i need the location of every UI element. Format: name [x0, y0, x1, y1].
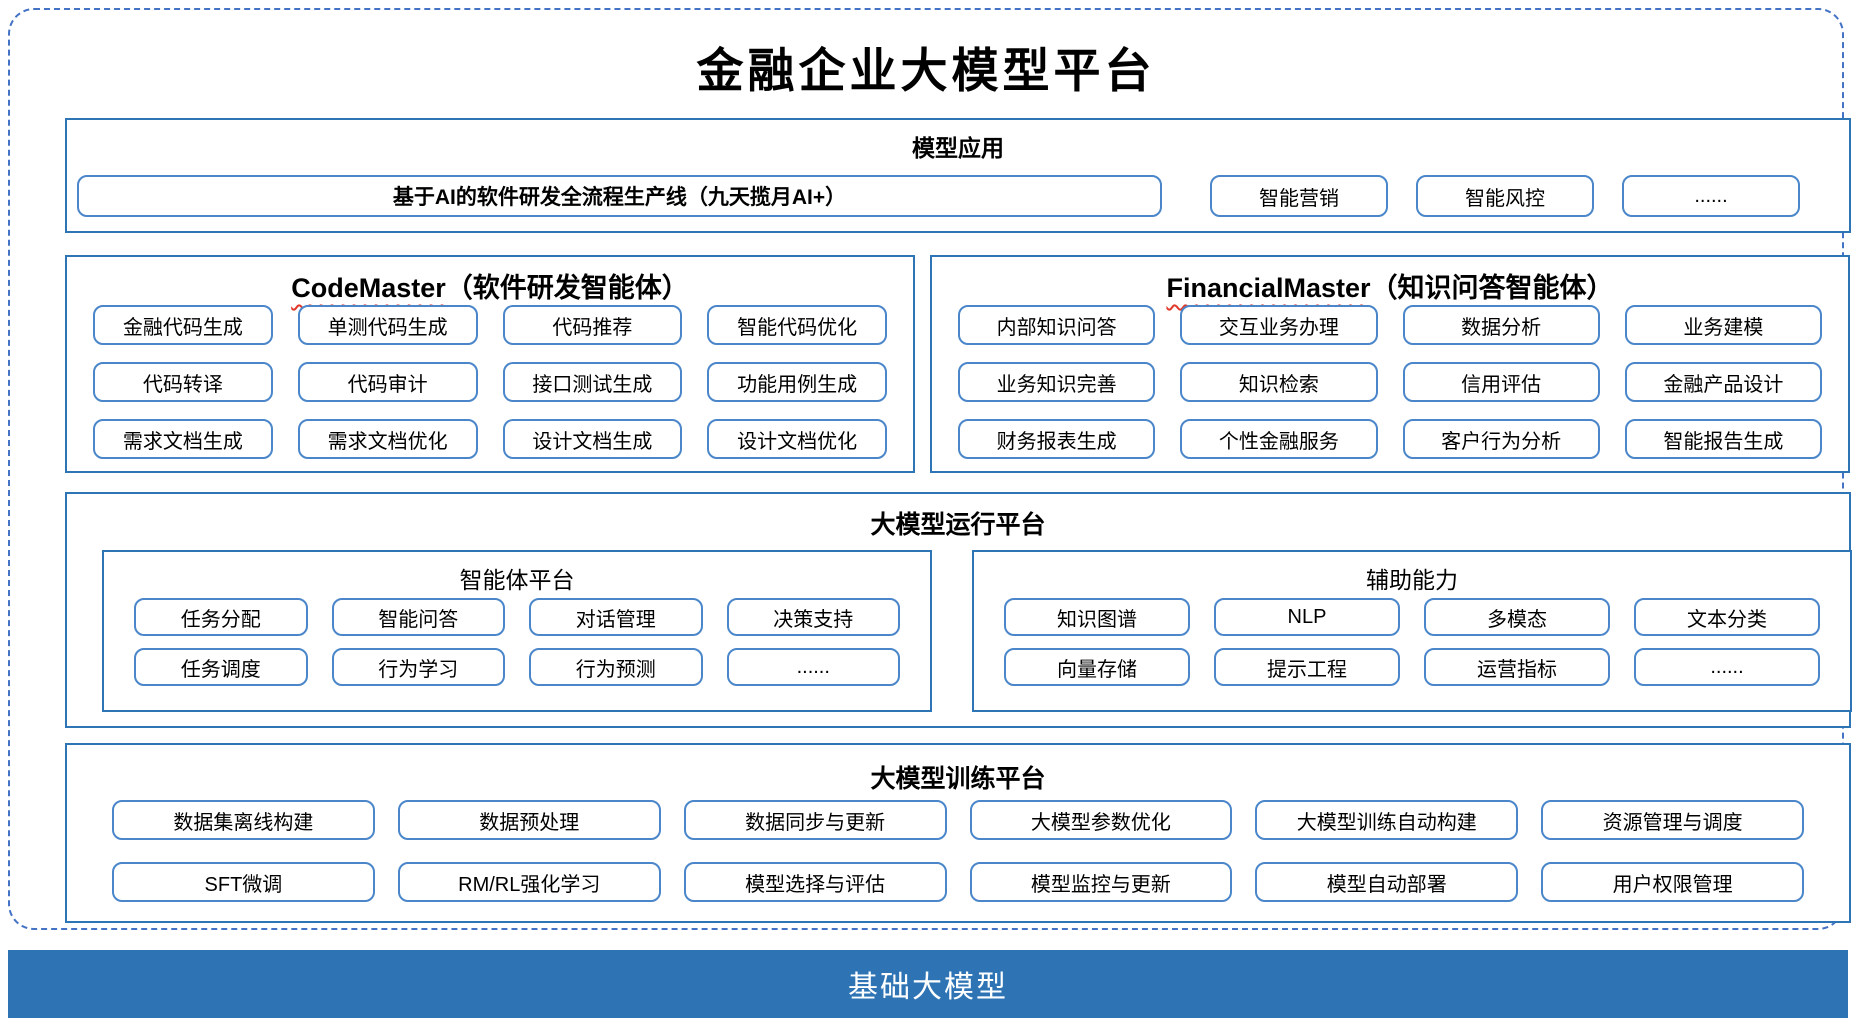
capability-button[interactable]: 单测代码生成	[297, 305, 478, 345]
capability-button[interactable]: 客户行为分析	[1402, 419, 1600, 459]
capability-button[interactable]: 向量存储	[1004, 648, 1190, 686]
capability-button[interactable]: 数据集离线构建	[112, 800, 375, 840]
capability-button[interactable]: 内部知识问答	[958, 305, 1156, 345]
capability-button[interactable]: 业务建模	[1624, 305, 1822, 345]
capability-button[interactable]: 对话管理	[529, 598, 703, 636]
capability-button[interactable]: 数据同步与更新	[683, 800, 947, 840]
capability-button[interactable]: 模型选择与评估	[683, 862, 947, 902]
capability-button[interactable]: 模型监控与更新	[969, 862, 1233, 902]
capability-button[interactable]: 需求文档生成	[93, 419, 273, 459]
capability-button[interactable]: 交互业务办理	[1180, 305, 1378, 345]
capability-button[interactable]: 金融代码生成	[93, 305, 273, 345]
base-model-bar-label: 基础大模型	[848, 971, 1008, 1004]
code-master-section: CodeMaster（软件研发智能体） 金融代码生成单测代码生成代码推荐智能代码…	[65, 255, 915, 473]
code-master-title-en: CodeMaster	[291, 273, 446, 303]
financial-master-title-en: FinancialMaster	[1166, 273, 1371, 303]
capability-button[interactable]: 信用评估	[1402, 362, 1600, 402]
model-apps-row: 基于AI的软件研发全流程生产线（九天揽月AI+） 智能营销智能风控......	[67, 175, 1849, 217]
capability-button[interactable]: 资源管理与调度	[1541, 800, 1804, 840]
capability-button[interactable]: 文本分类	[1634, 598, 1820, 636]
code-master-items: 金融代码生成单测代码生成代码推荐智能代码优化代码转译代码审计接口测试生成功能用例…	[67, 305, 913, 459]
training-platform-items: 数据集离线构建数据预处理数据同步与更新大模型参数优化大模型训练自动构建资源管理与…	[67, 800, 1849, 902]
code-master-header: CodeMaster（软件研发智能体）	[67, 266, 913, 305]
capability-button[interactable]: NLP	[1214, 598, 1400, 636]
page-title: 金融企业大模型平台	[696, 44, 1156, 99]
capability-button[interactable]: ......	[1634, 648, 1820, 686]
capability-button[interactable]: 决策支持	[726, 598, 900, 636]
capability-button[interactable]: 知识检索	[1180, 362, 1378, 402]
runtime-platform-section: 大模型运行平台 智能体平台 任务分配智能问答对话管理决策支持任务调度行为学习行为…	[65, 492, 1852, 728]
capability-button[interactable]: 业务知识完善	[958, 362, 1156, 402]
capability-button[interactable]: RM/RL强化学习	[397, 862, 661, 902]
financial-master-items: 内部知识问答交互业务办理数据分析业务建模业务知识完善知识检索信用评估金融产品设计…	[932, 305, 1848, 459]
auxiliary-capability-header: 辅助能力	[1366, 567, 1458, 593]
training-platform-header: 大模型训练平台	[870, 765, 1046, 793]
financial-master-header: FinancialMaster（知识问答智能体）	[932, 266, 1848, 305]
capability-button[interactable]: 知识图谱	[1004, 598, 1190, 636]
auxiliary-capability-items: 知识图谱 NLP 多模态文本分类向量存储提示工程运营指标......	[974, 598, 1850, 686]
capability-button[interactable]: 提示工程	[1214, 648, 1400, 686]
capability-button[interactable]: 功能用例生成	[707, 362, 887, 402]
capability-button[interactable]: 多模态	[1424, 598, 1610, 636]
capability-button[interactable]: 数据预处理	[397, 800, 661, 840]
model-apps-items: 智能营销智能风控......	[1210, 175, 1800, 217]
capability-button[interactable]: 运营指标	[1424, 648, 1610, 686]
capability-button[interactable]: 设计文档生成	[502, 419, 683, 459]
capability-button[interactable]: 行为学习	[331, 648, 505, 686]
capability-button[interactable]: 数据分析	[1402, 305, 1600, 345]
app-item-button[interactable]: 智能风控	[1416, 175, 1594, 217]
capability-button[interactable]: 智能问答	[331, 598, 505, 636]
capability-button[interactable]: 接口测试生成	[502, 362, 683, 402]
capability-button[interactable]: 用户权限管理	[1541, 862, 1804, 902]
capability-button[interactable]: 个性金融服务	[1180, 419, 1378, 459]
code-master-title-zh: （软件研发智能体）	[445, 273, 689, 303]
model-apps-header: 模型应用	[912, 135, 1004, 161]
base-model-bar: 基础大模型	[8, 950, 1848, 1018]
model-apps-section: 模型应用 基于AI的软件研发全流程生产线（九天揽月AI+） 智能营销智能风控..…	[65, 118, 1851, 233]
financial-master-title-zh: （知识问答智能体）	[1370, 273, 1614, 303]
auxiliary-capability-box: 辅助能力 知识图谱 NLP 多模态文本分类向量存储提示工程运营指标......	[972, 550, 1852, 712]
capability-button[interactable]: 财务报表生成	[958, 419, 1156, 459]
training-platform-section: 大模型训练平台 数据集离线构建数据预处理数据同步与更新大模型参数优化大模型训练自…	[65, 743, 1851, 923]
capability-button[interactable]: 行为预测	[529, 648, 703, 686]
runtime-platform-header: 大模型运行平台	[870, 511, 1046, 539]
capability-button[interactable]: 大模型训练自动构建	[1255, 800, 1519, 840]
capability-button[interactable]: 任务分配	[134, 598, 308, 636]
capability-button[interactable]: ......	[726, 648, 900, 686]
app-main-pipeline-button[interactable]: 基于AI的软件研发全流程生产线（九天揽月AI+）	[77, 175, 1162, 217]
capability-button[interactable]: SFT微调	[112, 862, 375, 902]
capability-button[interactable]: 设计文档优化	[707, 419, 887, 459]
agent-platform-items: 任务分配智能问答对话管理决策支持任务调度行为学习行为预测......	[104, 598, 930, 686]
capability-button[interactable]: 代码转译	[93, 362, 273, 402]
capability-button[interactable]: 大模型参数优化	[969, 800, 1233, 840]
agent-platform-header: 智能体平台	[459, 567, 575, 593]
platform-outer-border: 金融企业大模型平台 模型应用 基于AI的软件研发全流程生产线（九天揽月AI+） …	[8, 8, 1852, 930]
capability-button[interactable]: 任务调度	[134, 648, 308, 686]
app-item-button[interactable]: 智能营销	[1210, 175, 1388, 217]
capability-button[interactable]: 智能代码优化	[707, 305, 887, 345]
agent-platform-box: 智能体平台 任务分配智能问答对话管理决策支持任务调度行为学习行为预测......	[102, 550, 932, 712]
capability-button[interactable]: 金融产品设计	[1624, 362, 1822, 402]
capability-button[interactable]: 代码推荐	[502, 305, 683, 345]
capability-button[interactable]: 代码审计	[297, 362, 478, 402]
capability-button[interactable]: 模型自动部署	[1255, 862, 1519, 902]
financial-master-section: FinancialMaster（知识问答智能体） 内部知识问答交互业务办理数据分…	[930, 255, 1850, 473]
capability-button[interactable]: 需求文档优化	[297, 419, 478, 459]
app-item-button[interactable]: ......	[1622, 175, 1800, 217]
capability-button[interactable]: 智能报告生成	[1624, 419, 1822, 459]
